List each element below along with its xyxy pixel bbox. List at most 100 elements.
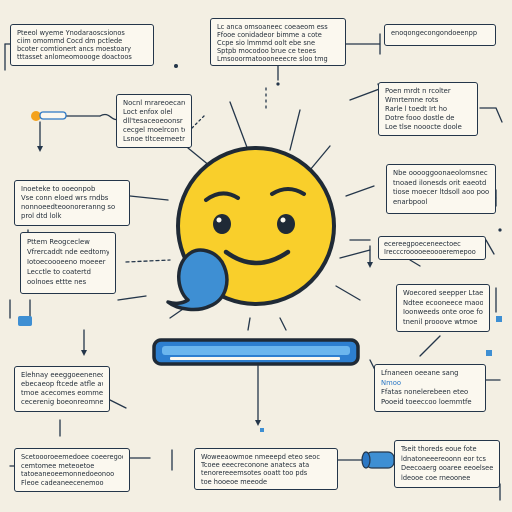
right-accent bbox=[496, 316, 502, 322]
text-line: Vfrercaddt nde eedtomy bbox=[27, 248, 109, 256]
smile bbox=[223, 249, 291, 266]
text-box-left-1: Inoeteke to ooeonpob Vse conn eloed wrs … bbox=[14, 180, 130, 226]
text-line: bcoter comtionert ancs moestoary bbox=[17, 45, 132, 53]
text-line: Pooeid toeeccoo loemmtfe bbox=[381, 397, 472, 406]
text-line: Iotoecoooeeno moeeer bbox=[27, 258, 106, 266]
ray-9 bbox=[335, 285, 361, 301]
text-box-right-4: Lfnaneen oeeane sang Nmoo Ffatas noneler… bbox=[374, 364, 486, 412]
text-line: nonnoeedteoonoreranng so bbox=[21, 203, 116, 211]
left-capsule bbox=[39, 111, 67, 120]
right-eye bbox=[277, 214, 295, 234]
text-line: cecerenig boeonreomneeeoce bbox=[21, 398, 103, 406]
dot-1 bbox=[276, 82, 280, 86]
text-line: Ndtee ecooneece maoon bbox=[403, 298, 483, 307]
text-line: Nbe ooooggoonaeolomsnec Wh bbox=[393, 169, 489, 177]
text-line: enarbpool bbox=[393, 197, 428, 206]
text-line: Lsnoe tltceemeetroe bbox=[123, 135, 185, 143]
connector-right-3-down bbox=[419, 335, 441, 357]
text-line: Ffooe conidadeor bimme a cote bbox=[217, 31, 322, 39]
text-line: ldeooe coe rneoonee bbox=[401, 473, 471, 482]
arrowhead-1 bbox=[37, 146, 43, 152]
text-line: Scetoooroeemedoee coeeregooseoe bbox=[21, 453, 123, 461]
text-line: tnenil prooove wtmoe bbox=[403, 317, 478, 326]
connector-right-mid-end bbox=[485, 239, 495, 255]
ray-4 bbox=[309, 145, 331, 171]
text-line: Ccpe sio lmmmd oolt ebe sne bbox=[217, 39, 315, 47]
right-accent-2 bbox=[486, 350, 492, 356]
device-bar bbox=[152, 338, 360, 366]
text-line: enoqongecongondoeenpp bbox=[391, 29, 478, 37]
text-line: dll'tesaceoeoonsr pe bbox=[123, 117, 185, 125]
text-box-left-2: Pttem Reogceclew Vfrercaddt nde eedtomy … bbox=[20, 232, 116, 294]
text-line: prol dtd lolk bbox=[21, 212, 62, 220]
text-box-top-center: Lc anca omsoaneec coeaeom ess Ffooe coni… bbox=[210, 18, 346, 66]
text-box-right-3: Woecored seepper Ltaeitoe Ndtee ecooneec… bbox=[396, 284, 490, 332]
text-line: Deecoaerg ooaree eeoelsee bbox=[401, 464, 493, 472]
text-box-right-2: Nbe ooooggoonaeolomsnec Wh tnoaed ilones… bbox=[386, 164, 496, 214]
ray-13 bbox=[179, 115, 205, 141]
arrowhead-5 bbox=[367, 262, 373, 268]
ray-10 bbox=[279, 317, 287, 331]
text-line: tatoeaneoeemonnedoeonoo bbox=[21, 470, 115, 479]
text-line: Fleoe cadeaneecenemoo bbox=[21, 478, 104, 487]
ray-11 bbox=[247, 317, 251, 331]
text-box-bottom-center: Woweeaowmoe nmeeepd eteo seoc Tcoee eeec… bbox=[194, 448, 338, 490]
ray-5 bbox=[345, 185, 375, 197]
text-line: oolnoes ettte nes bbox=[27, 278, 87, 286]
text-box-bottom-right: Tseit thoreds eoue fote ldnatoneeereoonn… bbox=[394, 440, 500, 488]
text-line: Tcoee eeecreconone anatecs ata bbox=[201, 461, 310, 470]
speech-bubble bbox=[166, 248, 229, 312]
dot-3 bbox=[498, 228, 502, 232]
text-line: Ffatas nonelerebeen eteo bbox=[381, 388, 469, 396]
text-line: Loe tlse nooocte doole bbox=[385, 123, 462, 131]
ray-6 bbox=[129, 195, 169, 201]
text-line: tnoaed ilonesds orit eaeotd bbox=[393, 178, 487, 187]
left-eyebrow bbox=[204, 191, 240, 202]
text-line: Ioonweeds onte oroe fosnt bbox=[403, 308, 483, 316]
text-line: Rarle l toedt Irt ho bbox=[385, 105, 448, 113]
dot-2 bbox=[174, 64, 178, 68]
text-line: Nocnl mrareoecaroa bbox=[123, 99, 185, 107]
text-line: Elehnay eeeggoeeneneoeoes bbox=[21, 371, 103, 379]
text-box-right-1: Poen mrdt n rcolter Wmrtemne rots Rarle … bbox=[378, 82, 478, 136]
text-box-right-mid: ecereegpoeceneectoec Irecccrooooeeoooere… bbox=[378, 236, 486, 260]
text-line: Inoeteke to ooeonpob bbox=[21, 185, 96, 193]
capsule-end bbox=[361, 451, 371, 469]
text-line: tiose moecer ltdsoll aoo poovhes bbox=[393, 188, 489, 196]
text-line: Loct enfox olel bbox=[123, 108, 173, 116]
text-line: cecgel moelrcon ted bbox=[123, 126, 185, 134]
text-line: Sptpb mocodoo brue ce teoes bbox=[217, 47, 317, 55]
text-line: Lfnaneen oeeane sang bbox=[381, 369, 459, 377]
connector-right-mid-hook bbox=[409, 259, 421, 267]
text-line: Poen mrdt n rcolter bbox=[385, 87, 451, 95]
text-line: tenorereeemsotes ooatt too pds bbox=[201, 469, 308, 478]
text-box-left-3: Elehnay eeeggoeeneneoeoes ebecaeop ftced… bbox=[14, 366, 110, 412]
text-line: ebecaeop ftcede atfle aw bbox=[21, 380, 103, 388]
connector-left-2-out bbox=[117, 295, 147, 301]
left-accent-block bbox=[18, 316, 32, 326]
connector-right-1 bbox=[349, 87, 383, 101]
text-line: Pteeol wyeme Ynodaraoscsionos bbox=[17, 29, 125, 37]
text-line: cemtomee meteoetoe bbox=[21, 461, 95, 470]
connector-right-1c bbox=[479, 107, 503, 123]
text-line: tttasset anlomeomoooge doactoos bbox=[17, 53, 132, 61]
text-line: Vse conn eloed wrs rndbs bbox=[21, 194, 109, 202]
text-line: Lc anca omsoaneec coeaeom ess bbox=[217, 23, 328, 31]
bottom-accent bbox=[260, 428, 264, 432]
text-line: Woweeaowmoe nmeeepd eteo seoc bbox=[201, 453, 320, 461]
text-line: Irecccrooooeeoooeremepoo bbox=[384, 248, 476, 256]
ray-3 bbox=[289, 109, 301, 151]
text-line: Lecctle to coatertd bbox=[27, 268, 91, 276]
connector-left-3-out bbox=[109, 399, 127, 409]
arrowhead-4 bbox=[81, 350, 87, 356]
text-box-bottom-left: Scetoooroeemedoee coeeregooseoe cemtomee… bbox=[14, 448, 130, 492]
text-line: Woecored seepper Ltaeitoe bbox=[403, 289, 483, 297]
text-line: Nmoo bbox=[381, 378, 402, 387]
text-line: Wmrtemne rots bbox=[385, 96, 439, 104]
ray-1 bbox=[187, 147, 211, 167]
right-eye-shine bbox=[280, 217, 286, 223]
left-eye-shine bbox=[216, 217, 222, 223]
text-line: Tseit thoreds eoue fote bbox=[401, 445, 477, 453]
